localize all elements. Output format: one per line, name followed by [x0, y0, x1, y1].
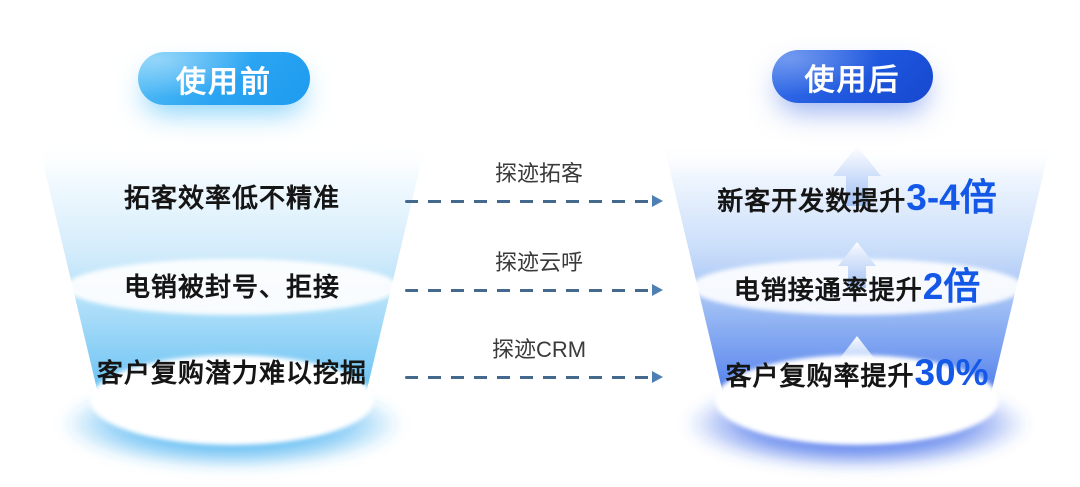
dashed-arrow-2	[405, 284, 673, 296]
before-row-1: 拓客效率低不精准	[123, 183, 340, 213]
after-row-3-text: 客户复购率提升	[725, 361, 915, 391]
after-funnel-base	[715, 355, 999, 445]
dashed-arrow-3	[405, 371, 673, 383]
arrowhead-icon	[652, 195, 663, 207]
before-row-2: 电销被封号、拒接	[123, 272, 340, 302]
after-badge: 使用后	[772, 50, 933, 103]
arrowhead-icon	[652, 284, 663, 296]
dashed-arrow-1	[405, 195, 673, 207]
connector-group-1: 探迹拓客	[405, 160, 673, 207]
before-row-3: 客户复购潜力难以挖掘	[96, 358, 367, 388]
before-badge: 使用前	[138, 52, 310, 105]
after-row-1-text: 新客开发数提升	[717, 186, 907, 216]
after-badge-label: 使用后	[804, 63, 901, 97]
connector-group-2: 探迹云呼	[405, 249, 673, 296]
connector-group-3: 探迹CRM	[405, 336, 673, 383]
dashed-line	[405, 288, 651, 292]
arrowhead-icon	[652, 371, 663, 383]
before-funnel	[38, 142, 426, 470]
after-row-1-highlight: 3-4倍	[906, 177, 997, 218]
before-funnel-base	[90, 355, 374, 445]
up-arrow-icon	[838, 242, 876, 288]
before-funnel-rim	[66, 259, 398, 315]
dashed-line	[405, 375, 651, 379]
up-arrow-icon	[833, 146, 881, 206]
after-row-3: 客户复购率提升30%	[657, 353, 1057, 396]
after-funnel	[663, 142, 1051, 470]
after-row-2: 电销接通率提升2倍	[657, 267, 1057, 310]
before-badge-label: 使用前	[176, 65, 272, 99]
after-row-1: 新客开发数提升3-4倍	[657, 178, 1057, 221]
connector-label-2: 探迹云呼	[494, 250, 583, 275]
after-row-3-highlight: 30%	[914, 352, 989, 393]
connector-label-1: 探迹拓客	[494, 161, 583, 186]
dashed-line	[405, 199, 651, 203]
connector-label-3: 探迹CRM	[491, 337, 587, 362]
after-row-2-text: 电销接通率提升	[733, 275, 923, 305]
after-row-2-highlight: 2倍	[922, 266, 981, 307]
